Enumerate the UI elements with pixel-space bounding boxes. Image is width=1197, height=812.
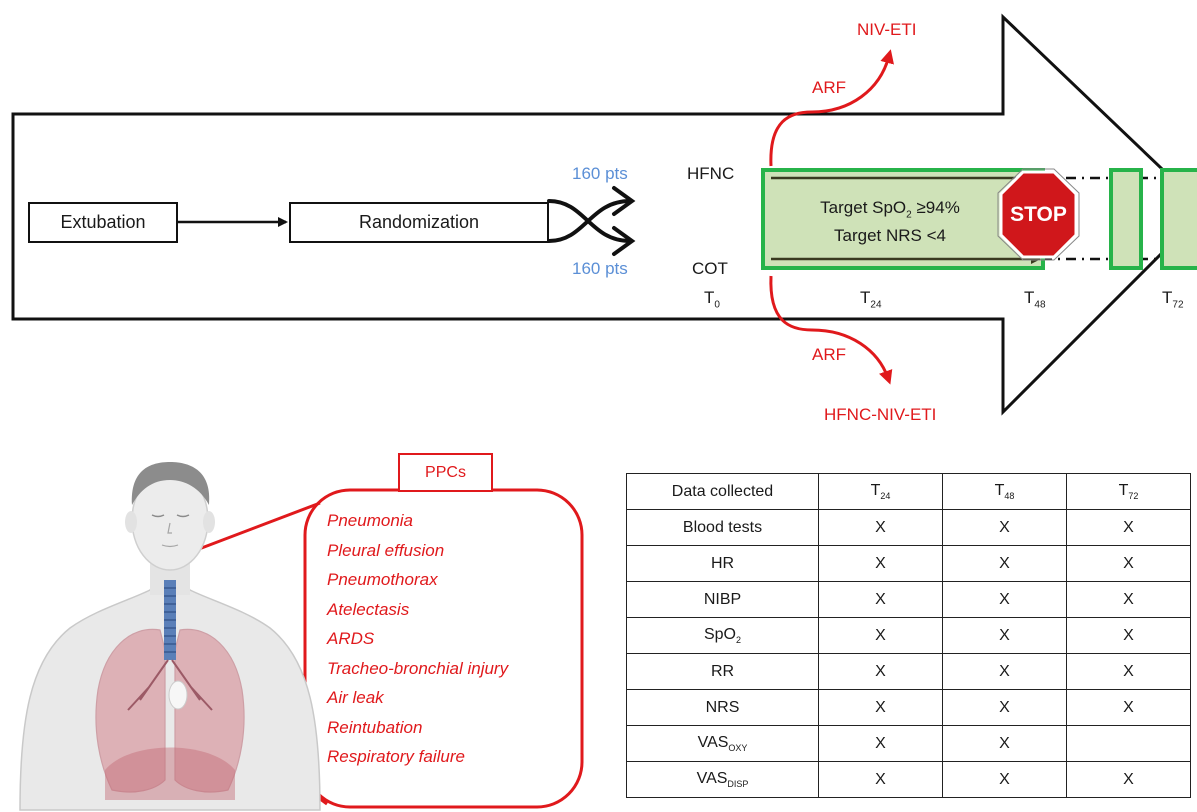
table-cell: X (1066, 761, 1191, 798)
niv-eti-label: NIV-ETI (857, 20, 917, 39)
table-cell: X (818, 761, 943, 798)
table-cell: X (1066, 581, 1191, 618)
table-cell: X (818, 509, 943, 546)
arf-up-curve (769, 49, 894, 167)
timepoint-t48: T48 (1024, 288, 1046, 311)
table-cell: X (942, 545, 1067, 582)
table-header-t72: T72 (1066, 473, 1191, 510)
table-cell: X (1066, 689, 1191, 726)
stop-label: STOP (1010, 203, 1067, 226)
ppc-item: Pneumothorax (327, 570, 438, 589)
table-row-label: VASOXY (626, 725, 819, 762)
pts-top-label: 160 pts (572, 164, 628, 183)
table-header-t48: T48 (942, 473, 1067, 510)
extubation-box: Extubation (28, 202, 178, 243)
table-row-label: HR (626, 545, 819, 582)
table-row-label: NRS (626, 689, 819, 726)
targets-text: Target SpO2 ≥94% Target NRS <4 (790, 197, 990, 246)
table-header-row: Data collected T24 T48 T72 (626, 473, 1191, 510)
table-row-label: RR (626, 653, 819, 690)
ppcs-title: PPCs (398, 453, 493, 492)
ppc-item: Pneumonia (327, 511, 414, 530)
randomization-split-arrows (547, 186, 636, 256)
ppc-item: ARDS (327, 629, 375, 648)
table-cell: X (818, 581, 943, 618)
t72-window (1160, 168, 1197, 270)
table-cell (1066, 725, 1191, 762)
table-cell: X (942, 725, 1067, 762)
ppc-item: Tracheo-bronchial injury (327, 658, 509, 678)
table-cell: X (1066, 617, 1191, 654)
table-cell: X (818, 617, 943, 654)
ppc-item: Respiratory failure (327, 747, 465, 766)
timepoint-t0: T0 (704, 288, 720, 311)
table-cell: X (818, 545, 943, 582)
table-row-label: Blood tests (626, 509, 819, 546)
human-anatomy-illustration (19, 462, 321, 811)
extubation-label: Extubation (60, 212, 146, 232)
table-cell: X (818, 725, 943, 762)
table-cell: X (1066, 653, 1191, 690)
table-header-label: Data collected (626, 473, 819, 510)
table-row-label: NIBP (626, 581, 819, 618)
table-cell: X (942, 509, 1067, 546)
arf-top-label: ARF (812, 78, 846, 97)
table-cell: X (818, 653, 943, 690)
ppc-item: Air leak (327, 688, 384, 707)
arf-bottom-label: ARF (812, 345, 846, 364)
table-cell: X (1066, 545, 1191, 582)
table-cell: X (942, 653, 1067, 690)
big-timeline-arrow (11, 13, 1197, 416)
treatment-window (761, 168, 1045, 270)
randomization-label: Randomization (358, 212, 480, 232)
cot-label: COT (692, 259, 728, 278)
ppc-item: Reintubation (327, 717, 423, 737)
ppc-item: Pleural effusion (327, 540, 445, 560)
table-header-t24: T24 (818, 473, 943, 510)
hfnc-label: HFNC (687, 164, 735, 183)
table-cell: X (818, 689, 943, 726)
hfnc-niv-eti-label: HFNC-NIV-ETI (824, 405, 937, 424)
target-spo2: Target SpO2 ≥94% (820, 198, 960, 221)
table-cell: X (942, 581, 1067, 618)
arf-down-curve (769, 275, 893, 385)
table-cell: X (942, 761, 1067, 798)
stop-sign-icon (999, 170, 1078, 259)
target-nrs: Target NRS <4 (834, 226, 946, 246)
table-row-label: SpO2 (626, 617, 819, 654)
timepoint-t72: T72 (1162, 288, 1184, 311)
t48-window (1109, 168, 1143, 270)
ppc-item: Atelectasis (327, 599, 410, 619)
randomization-box: Randomization (289, 202, 549, 243)
table-cell: X (1066, 509, 1191, 546)
pts-bottom-label: 160 pts (572, 259, 628, 278)
table-cell: X (942, 689, 1067, 726)
table-row-label: VASDISP (626, 761, 819, 798)
timepoint-t24: T24 (860, 288, 882, 311)
table-cell: X (942, 617, 1067, 654)
